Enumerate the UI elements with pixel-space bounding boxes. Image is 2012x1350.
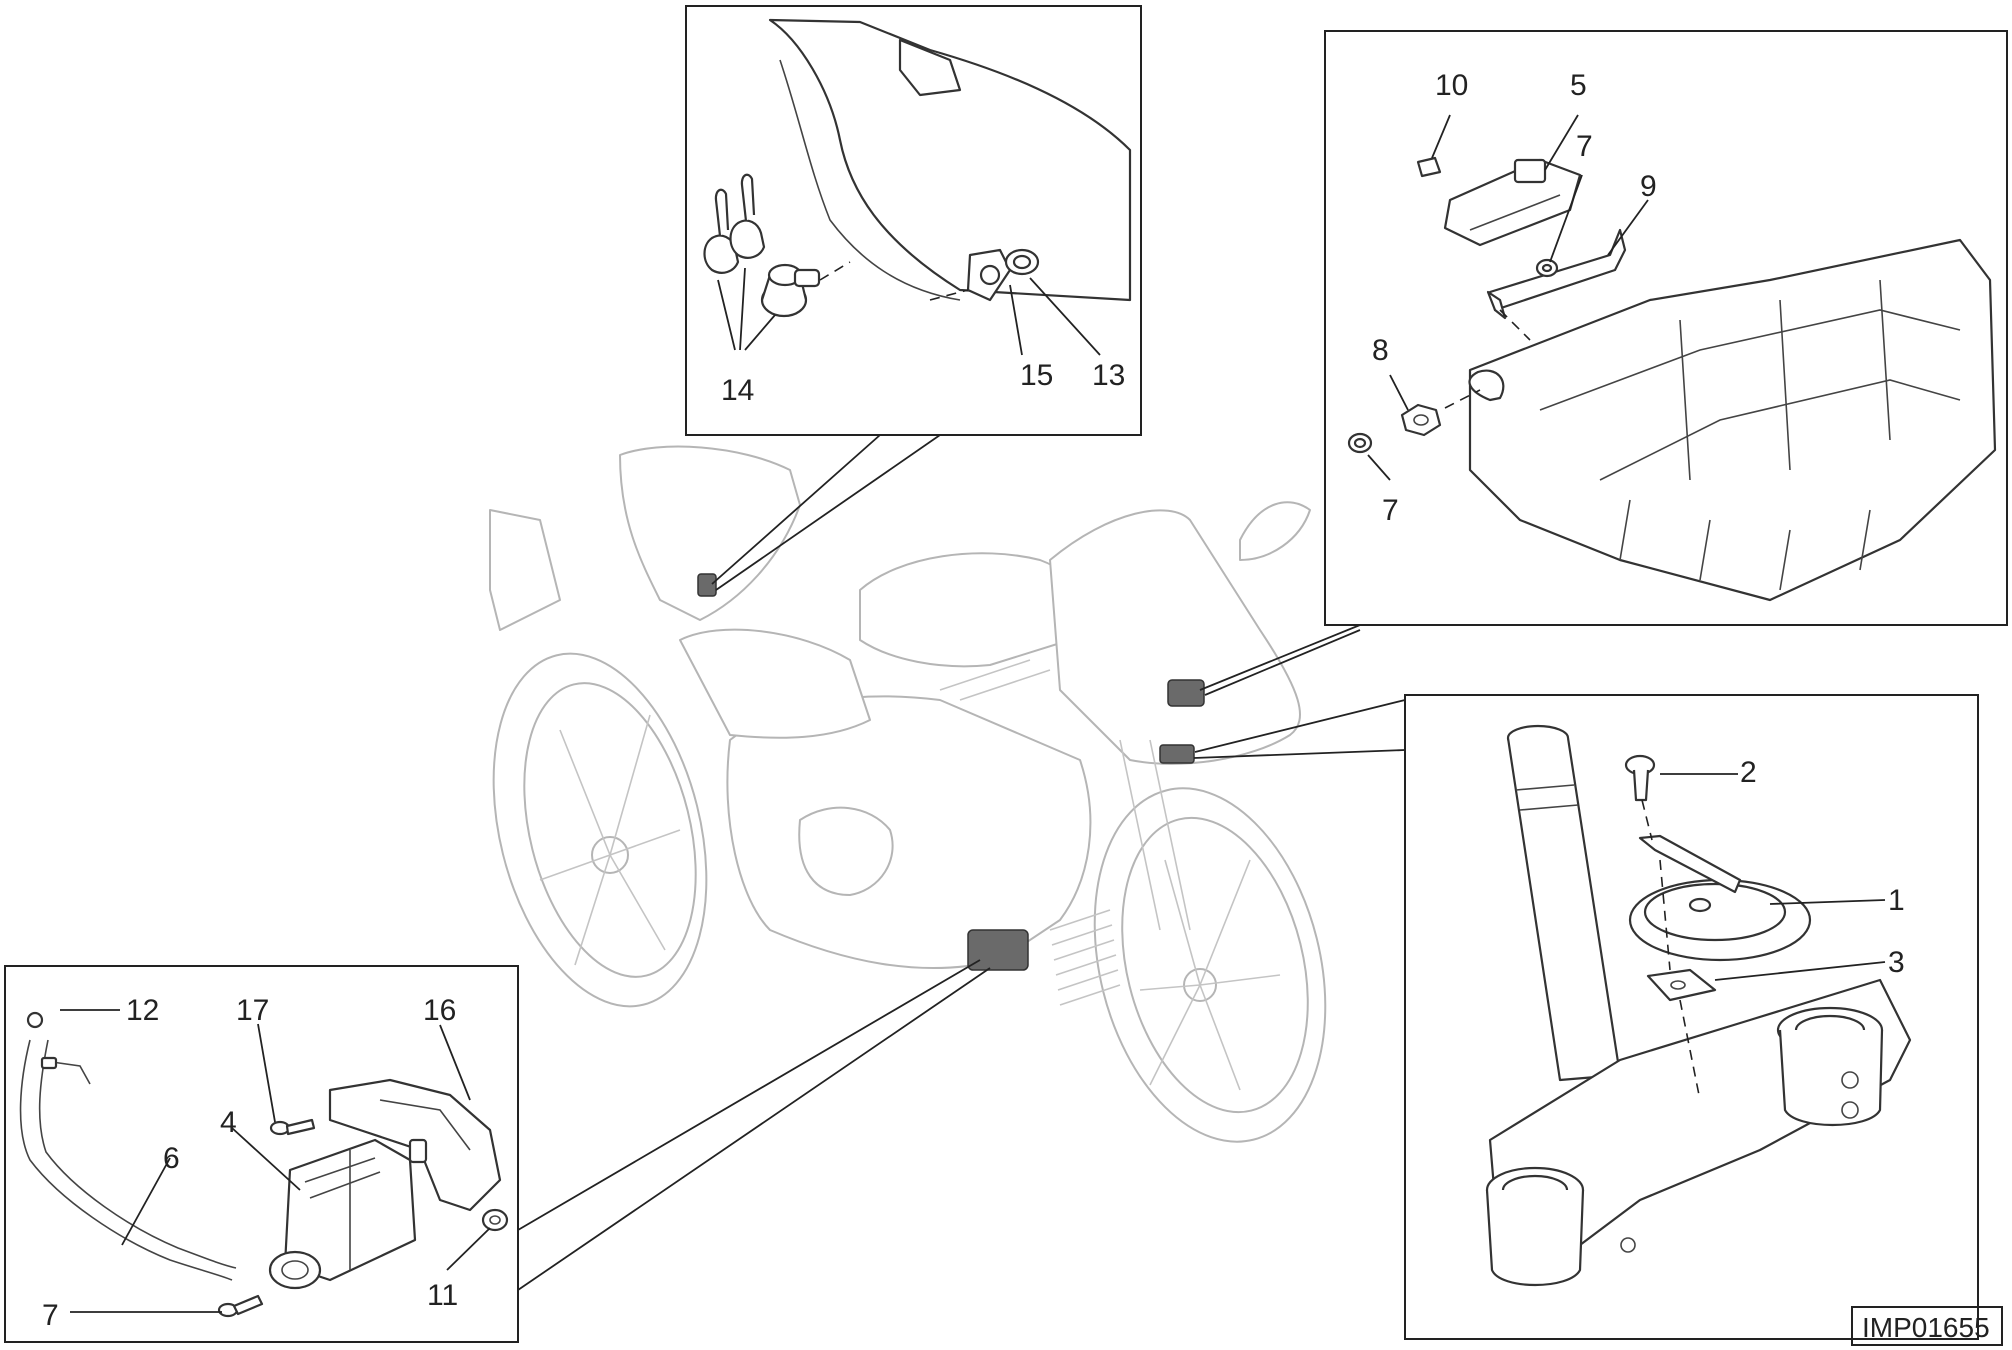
side-panel bbox=[679, 628, 871, 739]
key-icon bbox=[703, 188, 740, 274]
front-fork bbox=[1119, 739, 1191, 931]
reference-code-box: IMP01655 bbox=[1851, 1306, 2003, 1346]
control-unit-housing bbox=[268, 1138, 417, 1290]
callout-7: 7 bbox=[1576, 130, 1593, 163]
callout-17: 17 bbox=[236, 994, 269, 1027]
wiring-harness bbox=[19, 1011, 237, 1281]
steering-stem bbox=[1506, 724, 1622, 1082]
grommet bbox=[481, 1208, 509, 1232]
triple-clamp bbox=[1485, 978, 1912, 1286]
callout-3: 3 bbox=[1888, 946, 1905, 979]
nut bbox=[1400, 403, 1442, 437]
connector-battery bbox=[1199, 624, 1361, 696]
callout-4: 4 bbox=[220, 1106, 237, 1139]
fuse-clip bbox=[1416, 156, 1442, 178]
horn-icon bbox=[1628, 834, 1812, 962]
callout-5: 5 bbox=[1570, 69, 1587, 102]
seat-mount bbox=[898, 38, 962, 97]
control-unit-frame bbox=[4, 965, 519, 1343]
callout-11: 11 bbox=[427, 1279, 458, 1312]
callout-6: 6 bbox=[163, 1142, 180, 1175]
callout-8: 8 bbox=[1372, 334, 1389, 367]
connector-horn bbox=[1193, 699, 1406, 759]
horn-detail: 2 1 3 bbox=[1404, 694, 1979, 1340]
washer bbox=[1347, 432, 1373, 454]
ignition-lock-location bbox=[697, 573, 717, 597]
horn-frame bbox=[1404, 694, 1979, 1340]
callout-14: 14 bbox=[721, 374, 754, 407]
rear-seat-tail bbox=[619, 445, 801, 621]
callout-9: 9 bbox=[1640, 170, 1657, 203]
mirror bbox=[1239, 501, 1311, 561]
seat-shell bbox=[768, 18, 1132, 302]
ignition-lock-detail: 14 15 13 bbox=[685, 5, 1142, 436]
front-wheel bbox=[1093, 787, 1327, 1143]
mounting-bracket bbox=[328, 1078, 502, 1212]
battery-tray bbox=[1468, 238, 1997, 602]
horn-bracket bbox=[1646, 968, 1717, 1002]
horn-location bbox=[1159, 744, 1195, 764]
callout-12: 12 bbox=[126, 994, 159, 1027]
control-unit-detail: 12 17 16 4 6 11 7 bbox=[4, 965, 519, 1343]
washer bbox=[1535, 258, 1559, 278]
connector-ignition bbox=[711, 434, 941, 591]
callout-2: 2 bbox=[1740, 756, 1757, 789]
callout-13: 13 bbox=[1092, 359, 1125, 392]
callout-10: 10 bbox=[1435, 69, 1468, 102]
motorcycle-overview bbox=[489, 445, 1327, 1143]
callout-1: 1 bbox=[1888, 884, 1905, 917]
license-plate-holder bbox=[489, 509, 561, 631]
engine-cover bbox=[798, 806, 894, 896]
lower-fairing bbox=[726, 695, 1092, 969]
lock-cylinder bbox=[760, 263, 821, 318]
bolt-icon bbox=[217, 1294, 264, 1318]
radiator-grille bbox=[1049, 909, 1121, 1006]
callout-7: 7 bbox=[1382, 494, 1399, 527]
fuel-tank bbox=[859, 552, 1081, 668]
callout-15: 15 bbox=[1020, 359, 1053, 392]
screw-icon bbox=[1624, 754, 1656, 802]
control-module bbox=[1443, 158, 1582, 247]
callout-7: 7 bbox=[42, 1299, 59, 1332]
reference-code: IMP01655 bbox=[1862, 1312, 1990, 1343]
bolt-icon bbox=[269, 1118, 316, 1136]
handlebar bbox=[939, 659, 1051, 701]
control-unit-location bbox=[967, 929, 1029, 971]
ignition-lock-frame bbox=[685, 5, 1142, 436]
callout-16: 16 bbox=[423, 994, 456, 1027]
lock-nut bbox=[1004, 248, 1040, 276]
key-icon bbox=[729, 173, 766, 259]
rear-wheel bbox=[492, 652, 708, 1008]
lock-bracket bbox=[966, 248, 1012, 302]
battery-tray-detail: 10 5 7 9 8 7 bbox=[1324, 30, 2008, 626]
connector-control-unit bbox=[517, 959, 991, 1291]
battery-location bbox=[1167, 679, 1205, 707]
battery-tray-frame bbox=[1324, 30, 2008, 626]
